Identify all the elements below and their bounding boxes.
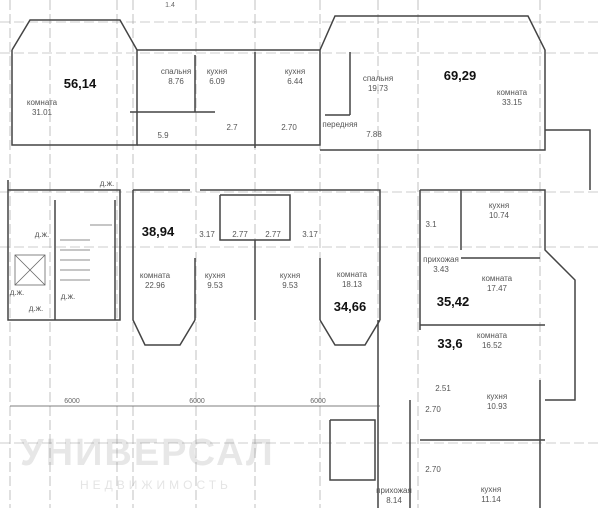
room-area: 6.44: [287, 77, 303, 86]
room-name: комната: [476, 331, 508, 340]
apartment-area: 38,94: [141, 224, 175, 239]
apartment-area: 34,66: [333, 299, 367, 314]
room-name: комната: [336, 270, 368, 279]
room-name: комната: [139, 271, 171, 280]
room-name: кухня: [488, 201, 510, 210]
room-area: 10.93: [486, 402, 508, 411]
watermark: УНИВЕРСАЛ: [20, 432, 275, 474]
shaft-label: д.ж.: [60, 292, 76, 301]
room-area: 33.15: [501, 98, 523, 107]
dimension-label: 6000: [310, 398, 326, 405]
room-area: 31.01: [31, 108, 53, 117]
room-label: 3.1: [425, 220, 437, 229]
room-area: 16.52: [481, 341, 503, 350]
room-label: 2.70: [281, 123, 297, 132]
room-label: 2.77: [232, 230, 248, 239]
room-name: кухня: [480, 485, 502, 494]
room-name: прихожая: [423, 255, 459, 264]
room-label: 2.7: [226, 123, 238, 132]
room-label: 2.70: [425, 465, 441, 474]
axis-mark: 1.4: [165, 2, 175, 9]
room-area: 6.09: [209, 77, 225, 86]
stairs: [14, 224, 112, 286]
shaft-label: д.ж.: [28, 304, 44, 313]
room-label: 3.17: [302, 230, 318, 239]
apartment-area: 35,42: [436, 294, 470, 309]
room-area: 8.76: [168, 77, 184, 86]
room-area: 3.43: [433, 265, 449, 274]
room-name: комната: [26, 98, 58, 107]
shaft-label: д.ж.: [9, 288, 25, 297]
room-name: кухня: [204, 271, 226, 280]
apartment-area: 56,14: [63, 76, 97, 91]
room-label: 2.77: [265, 230, 281, 239]
room-area: 18.13: [341, 280, 363, 289]
room-name: комната: [481, 274, 513, 283]
room-name: спальня: [160, 67, 192, 76]
room-name: комната: [496, 88, 528, 97]
room-label: передняя: [322, 120, 358, 129]
shaft-label: д.ж.: [99, 179, 115, 188]
room-area: 17.47: [486, 284, 508, 293]
room-label: 2.51: [435, 384, 451, 393]
room-name: спальня: [362, 74, 394, 83]
watermark-sub: НЕДВИЖИМОСТЬ: [80, 478, 232, 492]
shaft-label: д.ж.: [34, 230, 50, 239]
room-area: 8.14: [386, 496, 402, 505]
apartment-area: 33,6: [437, 336, 463, 351]
dimension-label: 6000: [64, 398, 80, 405]
room-name: кухня: [486, 392, 508, 401]
room-label: 7.88: [366, 130, 382, 139]
dimension-label: 6000: [189, 398, 205, 405]
room-area: 9.53: [282, 281, 298, 290]
apartment-area: 69,29: [443, 68, 477, 83]
walls: [7, 15, 591, 508]
room-label: 3.17: [199, 230, 215, 239]
room-area: 19.73: [367, 84, 389, 93]
room-area: 22.96: [144, 281, 166, 290]
room-area: 9.53: [207, 281, 223, 290]
room-area: 10.74: [488, 211, 510, 220]
room-name: кухня: [284, 67, 306, 76]
room-name: прихожая: [376, 486, 412, 495]
room-name: кухня: [206, 67, 228, 76]
room-area: 11.14: [481, 495, 501, 504]
room-label: 5.9: [157, 131, 169, 140]
room-name: кухня: [279, 271, 301, 280]
room-label: 2.70: [425, 405, 441, 414]
